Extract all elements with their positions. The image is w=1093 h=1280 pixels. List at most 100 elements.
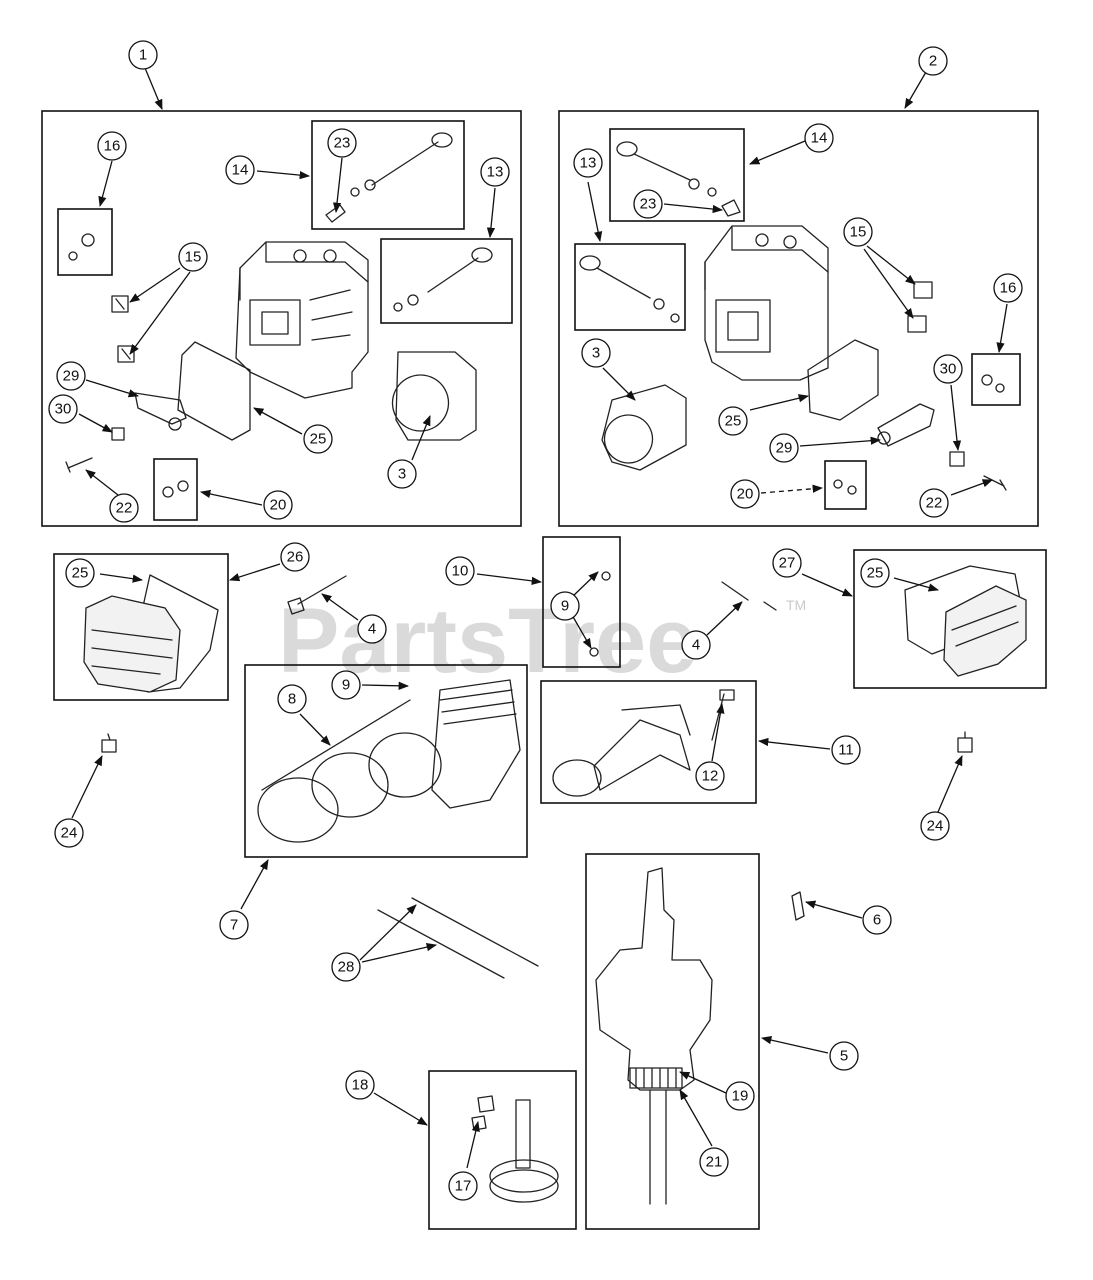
svg-text:3: 3	[398, 466, 406, 483]
svg-text:14: 14	[232, 162, 249, 179]
svg-text:9: 9	[342, 677, 350, 694]
exhaust-gasket-left-3	[391, 351, 477, 441]
callout-15-right: 15	[843, 217, 873, 247]
svg-text:6: 6	[873, 912, 881, 929]
cylinder-head-box-right	[558, 110, 1039, 527]
svg-text:25: 25	[867, 565, 884, 582]
valve-kit-box-left-13	[380, 238, 513, 324]
cap-kit-box-left-16	[57, 208, 113, 276]
key-6	[791, 891, 805, 921]
valve-cover-right	[904, 565, 1027, 677]
svg-text:29: 29	[776, 440, 793, 457]
callout-28: 28	[331, 952, 361, 982]
callout-9-pin: 9	[550, 591, 580, 621]
svg-text:9: 9	[561, 598, 569, 615]
svg-text:16: 16	[104, 138, 121, 155]
callout-23-left: 23	[327, 128, 357, 158]
svg-text:29: 29	[63, 368, 80, 385]
head-gasket-left-25	[177, 341, 251, 441]
svg-text:27: 27	[779, 555, 796, 572]
piston-pin-box	[542, 536, 621, 668]
bolt-left-4	[287, 575, 347, 615]
callout-21: 21	[699, 1147, 729, 1177]
svg-text:28: 28	[338, 959, 355, 976]
svg-text:17: 17	[455, 1178, 472, 1195]
callout-3-right: 3	[581, 338, 611, 368]
svg-text:2: 2	[929, 53, 937, 70]
valve-kit-box-left-14	[311, 120, 465, 230]
cylinder-head-left	[235, 241, 369, 399]
callout-2: 2	[918, 46, 948, 76]
valve-right-14	[616, 141, 717, 197]
callout-9-piston: 9	[331, 670, 361, 700]
svg-text:23: 23	[640, 196, 657, 213]
callout-25-mid-left: 25	[65, 558, 95, 588]
exhaust-gasket-right-3	[601, 384, 687, 471]
callout-22-right: 22	[919, 488, 949, 518]
callout-8: 8	[277, 684, 307, 714]
svg-text:18: 18	[352, 1077, 369, 1094]
kit-box-left-20	[153, 458, 198, 521]
valve-cover-box-right	[853, 549, 1047, 689]
callout-20-right: 20	[730, 479, 760, 509]
svg-text:24: 24	[927, 818, 944, 835]
cap-kit-box-right-16	[971, 353, 1021, 406]
svg-text:10: 10	[452, 563, 469, 580]
callout-27: 27	[772, 548, 802, 578]
svg-text:12: 12	[702, 768, 719, 785]
piston-assembly-box	[244, 664, 528, 858]
callout-12: 12	[695, 761, 725, 791]
kit-left-20	[162, 480, 189, 498]
callout-5: 5	[829, 1041, 859, 1071]
callout-13-right: 13	[573, 148, 603, 178]
crankshaft	[595, 867, 713, 1205]
leader-lines	[71, 67, 1008, 1169]
callout-25-mid-right: 25	[860, 558, 890, 588]
callout-16-left: 16	[97, 131, 127, 161]
push-rods-28	[377, 897, 539, 979]
rocker-left-29	[134, 392, 187, 431]
fitting-right-24	[957, 731, 973, 753]
svg-text:16: 16	[1000, 280, 1017, 297]
callout-19: 19	[725, 1081, 755, 1111]
valve-cover-box-left	[53, 553, 229, 701]
callout-30-right: 30	[933, 354, 963, 384]
svg-text:5: 5	[840, 1048, 848, 1065]
clip-left-30	[111, 427, 125, 441]
valve-kit-box-right-13	[574, 243, 686, 331]
kit-box-right-20	[824, 460, 867, 510]
callout-3-left: 3	[387, 459, 417, 489]
svg-text:30: 30	[940, 361, 957, 378]
svg-text:22: 22	[926, 495, 943, 512]
callout-6: 6	[862, 905, 892, 935]
cam-gear	[471, 1095, 559, 1203]
piston-assembly	[257, 679, 521, 843]
svg-text:1: 1	[139, 47, 147, 64]
callout-11: 11	[831, 735, 861, 765]
svg-text:15: 15	[850, 224, 867, 241]
callout-26: 26	[280, 542, 310, 572]
svg-text:14: 14	[811, 130, 828, 147]
svg-text:25: 25	[310, 431, 327, 448]
callout-25-right: 25	[718, 406, 748, 436]
crankshaft-box	[585, 853, 760, 1230]
cylinder-head-right	[704, 225, 829, 381]
callout-29-left: 29	[56, 361, 86, 391]
callout-4-left: 4	[357, 614, 387, 644]
caps-right-16	[981, 374, 1005, 393]
callout-17: 17	[448, 1171, 478, 1201]
callout-20-left: 20	[263, 490, 293, 520]
svg-text:26: 26	[287, 549, 304, 566]
svg-text:22: 22	[116, 500, 133, 517]
callout-14-right: 14	[804, 123, 834, 153]
screw-left-22	[65, 457, 93, 473]
kit-right-20	[833, 479, 857, 495]
svg-text:15: 15	[185, 249, 202, 266]
callout-23-right: 23	[633, 189, 663, 219]
callout-29-right: 29	[769, 433, 799, 463]
callout-18: 18	[345, 1070, 375, 1100]
svg-text:19: 19	[732, 1088, 749, 1105]
callout-4-right: 4	[681, 630, 711, 660]
callout-30-left: 30	[48, 394, 78, 424]
